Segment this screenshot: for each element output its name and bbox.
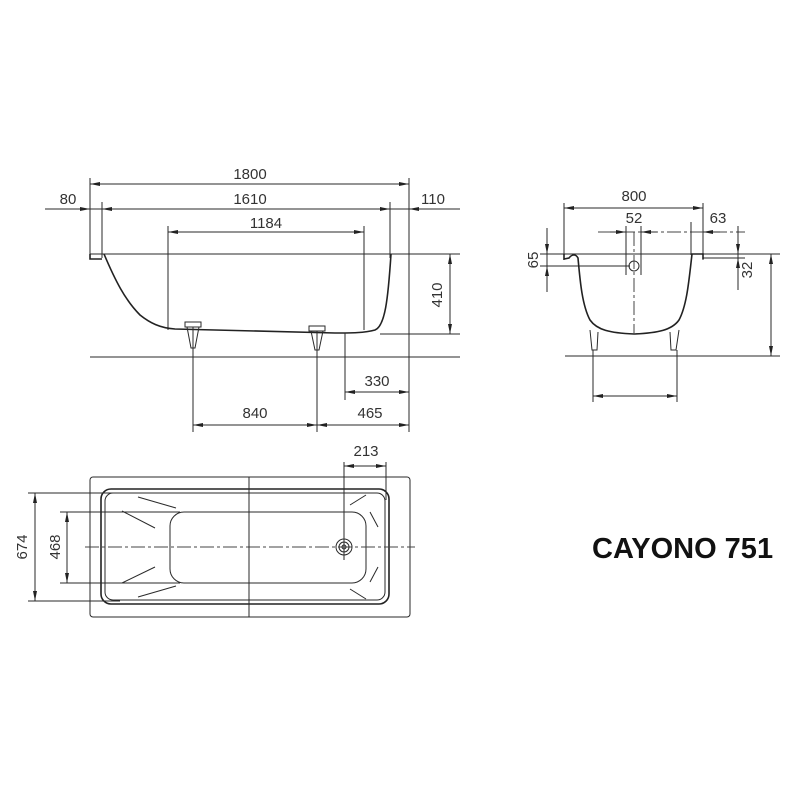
dim-left-rim: 80 — [60, 191, 77, 208]
end-view: 800 52 63 65 32 — [525, 188, 780, 402]
product-title: CAYONO 751 — [592, 533, 773, 565]
dim-right-rim: 110 — [421, 191, 445, 208]
dim-foot-to-end: 465 — [357, 405, 382, 422]
dim-rim-edge: 63 — [710, 210, 727, 227]
dim-overflow-height: 65 — [525, 252, 542, 269]
dim-drain-offset: 330 — [364, 373, 389, 390]
top-view: 213 674 468 — [14, 443, 415, 618]
dim-rim-drop: 32 — [739, 262, 756, 279]
dim-overall-width: 800 — [621, 188, 646, 205]
dim-overflow-diameter: 52 — [626, 210, 643, 227]
dim-overall-length: 1800 — [233, 166, 266, 183]
foot-right — [308, 325, 326, 358]
dim-inner-width: 674 — [14, 534, 31, 559]
dim-height: 410 — [429, 282, 446, 307]
foot-left — [184, 321, 202, 358]
dim-bottom-width: 468 — [47, 534, 64, 559]
dim-drain-from-end: 213 — [353, 443, 378, 460]
dim-foot-spacing: 840 — [242, 405, 267, 422]
dim-flat-bottom: 1184 — [250, 215, 282, 232]
side-view: 1800 1610 80 110 1184 410 — [45, 166, 460, 432]
dim-inner-length: 1610 — [233, 191, 266, 208]
